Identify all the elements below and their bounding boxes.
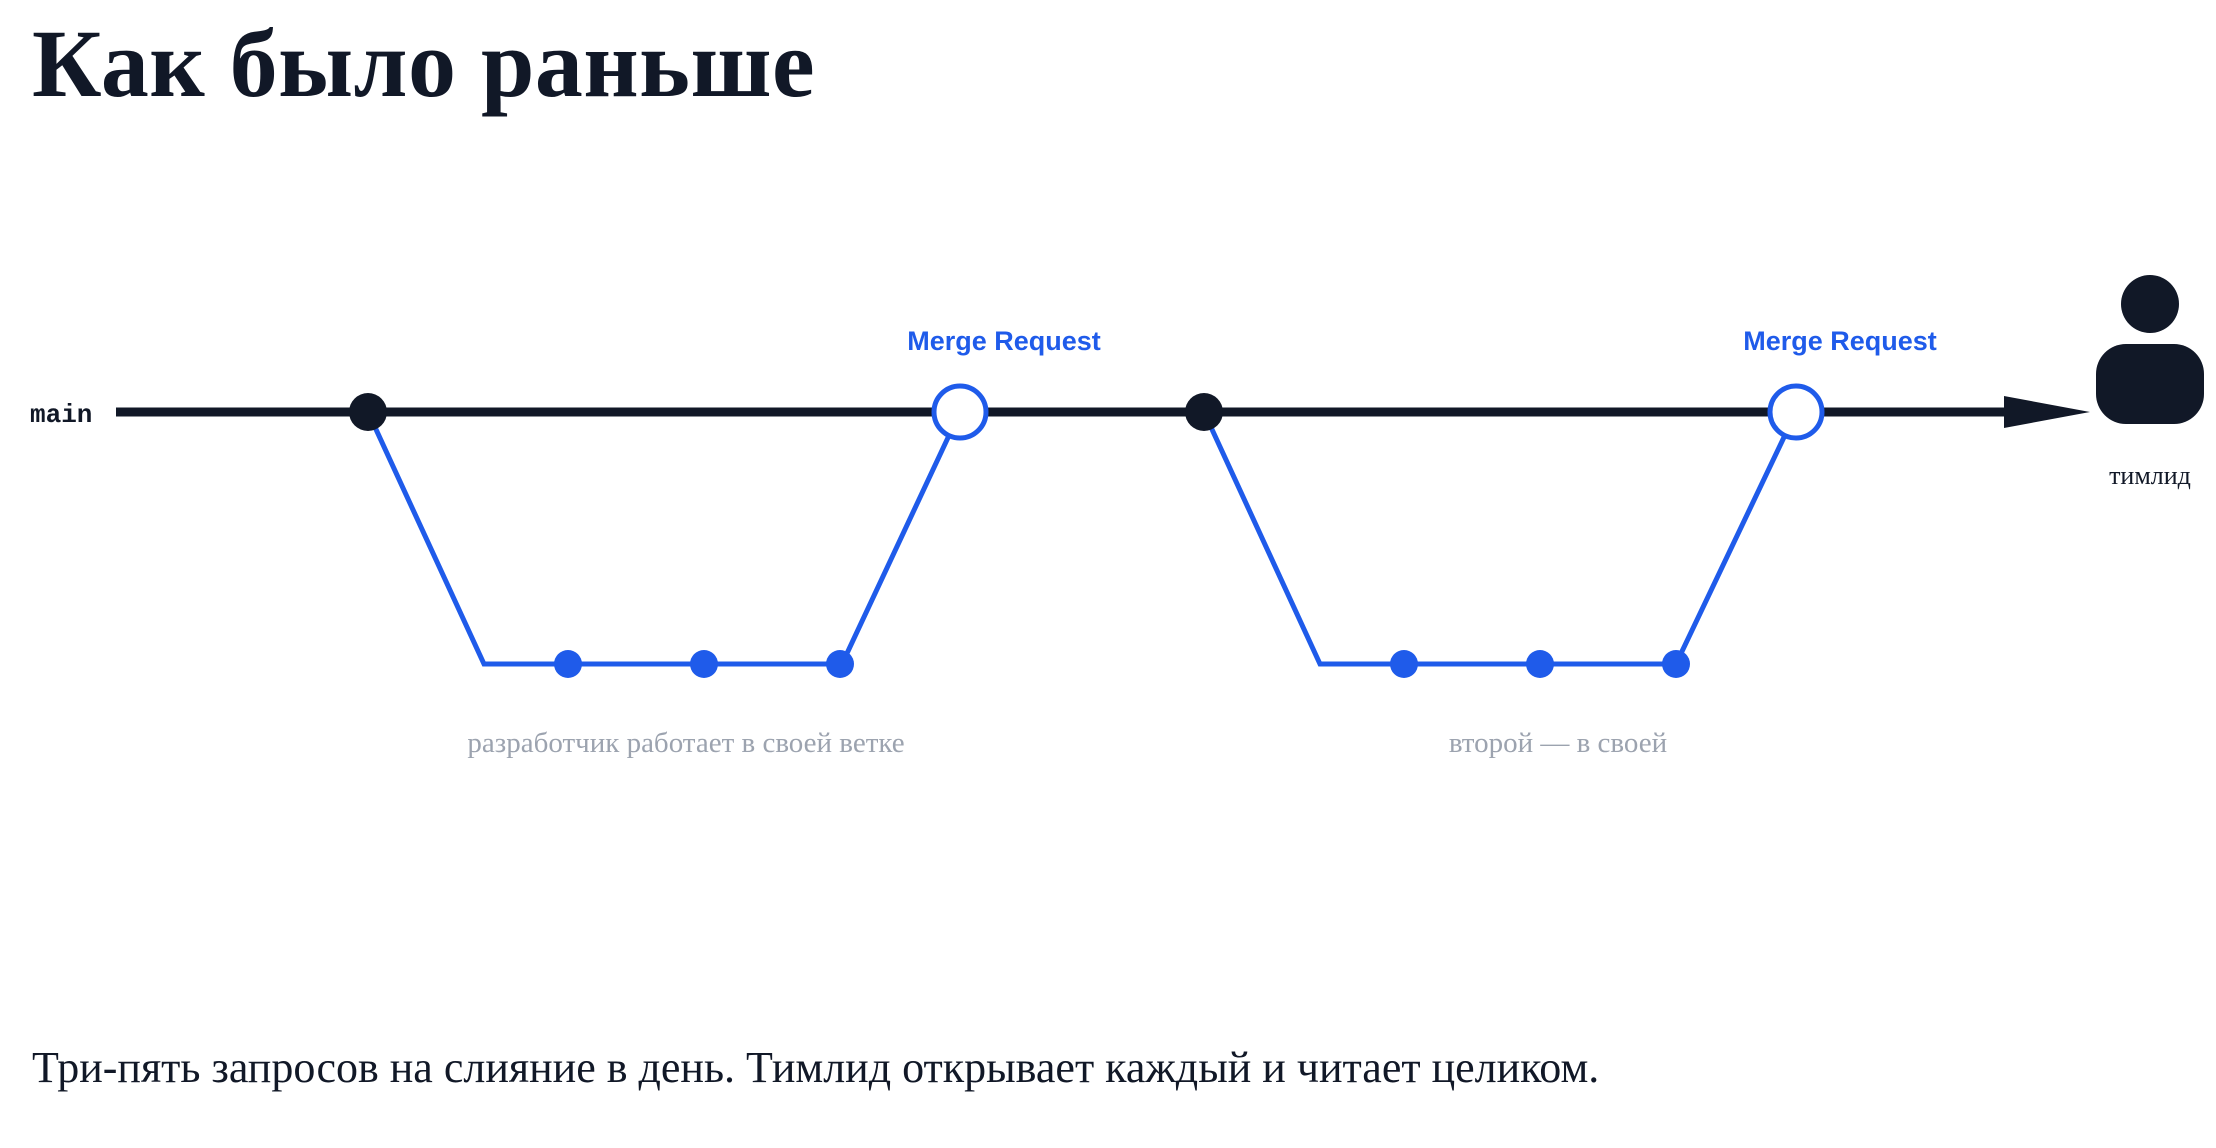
branch-2-commit-3 xyxy=(1662,650,1690,678)
merge-request-node-2 xyxy=(1767,383,1825,441)
branch-1-commit-3 xyxy=(826,650,854,678)
branch-1-caption: разработчик работает в своей ветке xyxy=(467,727,904,759)
feature-branch-1-line xyxy=(365,410,963,667)
main-commit-1 xyxy=(349,393,387,431)
main-branch-label: main xyxy=(30,400,92,430)
merge-request-label-1: Merge Request xyxy=(907,326,1101,356)
branch-2-caption: второй — в своей xyxy=(1449,727,1667,759)
arrow-right-icon xyxy=(2004,396,2090,428)
branch-1-commit-2 xyxy=(690,650,718,678)
feature-branch-2-line xyxy=(1201,410,1799,667)
merge-request-label-2: Merge Request xyxy=(1743,326,1937,356)
branch-1-commit-1 xyxy=(554,650,582,678)
person-icon xyxy=(2096,275,2204,424)
main-commit-2 xyxy=(1185,393,1223,431)
merge-request-node-1 xyxy=(931,383,989,441)
branch-2-commit-1 xyxy=(1390,650,1418,678)
branch-2-commit-2 xyxy=(1526,650,1554,678)
slide-caption: Три-пять запросов на слияние в день. Тим… xyxy=(32,1043,1600,1092)
teamlead-label: тимлид xyxy=(2109,461,2191,490)
page-title: Как было раньше xyxy=(32,10,816,117)
